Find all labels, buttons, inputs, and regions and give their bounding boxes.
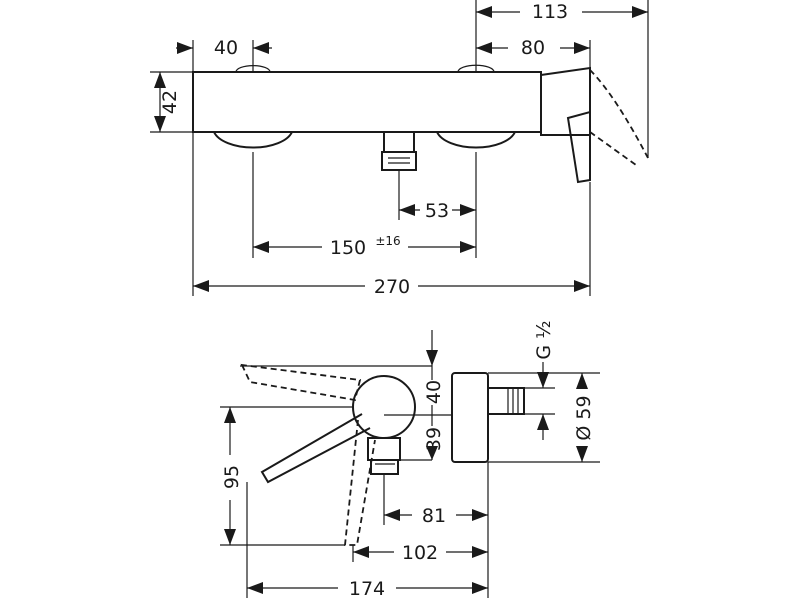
dimension-diameter-59: Ø 59 bbox=[573, 373, 595, 462]
dim-81-label: 81 bbox=[422, 505, 446, 527]
lever-alt-position-up bbox=[240, 363, 362, 402]
handle-knob bbox=[352, 375, 416, 439]
dim-80-label: 80 bbox=[521, 37, 545, 59]
dimension-39: 39 bbox=[423, 418, 445, 460]
dim-174-label: 174 bbox=[349, 578, 385, 600]
dimension-40-top: 40 bbox=[176, 37, 272, 59]
dim-42-label: 42 bbox=[159, 90, 181, 114]
g-half-connection bbox=[487, 387, 525, 415]
dimension-150: 150 ±16 bbox=[253, 234, 476, 259]
dim-40-top-label: 40 bbox=[214, 37, 238, 59]
dimension-53: 53 bbox=[399, 200, 476, 222]
dim-102-label: 102 bbox=[402, 542, 438, 564]
dimension-40-side: 40 bbox=[423, 330, 445, 418]
dim-150-tolerance: ±16 bbox=[375, 234, 400, 248]
dimension-102: 102 bbox=[353, 542, 488, 564]
dimension-113: 113 bbox=[476, 1, 648, 23]
dimension-95: 95 bbox=[221, 407, 243, 545]
dimension-270: 270 bbox=[193, 276, 590, 298]
dim-270-label: 270 bbox=[374, 276, 410, 298]
g-half-label: G ½ bbox=[533, 320, 555, 359]
lever-handle bbox=[540, 66, 649, 184]
outlet-thread bbox=[370, 459, 399, 475]
top-view: 113 40 80 42 bbox=[150, 0, 649, 298]
wall-rosette bbox=[451, 372, 489, 463]
side-view: G ½ 40 39 Ø 59 bbox=[220, 320, 600, 600]
dimension-174: 174 bbox=[247, 578, 488, 600]
dim-150-label: 150 bbox=[330, 237, 366, 259]
dim-40-side-label: 40 bbox=[423, 380, 445, 404]
dimension-42: 42 bbox=[154, 72, 181, 132]
lever-alt-position-down bbox=[344, 419, 376, 546]
dim-113-label: 113 bbox=[532, 1, 568, 23]
dimension-80: 80 bbox=[476, 37, 590, 59]
dim-95-label: 95 bbox=[221, 465, 243, 489]
dimension-81: 81 bbox=[384, 505, 488, 527]
lever-solid bbox=[260, 413, 371, 484]
dim-39-label: 39 bbox=[423, 427, 445, 451]
dim-diameter-59-label: Ø 59 bbox=[573, 395, 595, 440]
dimension-g-half: G ½ bbox=[533, 320, 555, 440]
mixer-body bbox=[192, 64, 542, 171]
dim-53-label: 53 bbox=[425, 200, 449, 222]
